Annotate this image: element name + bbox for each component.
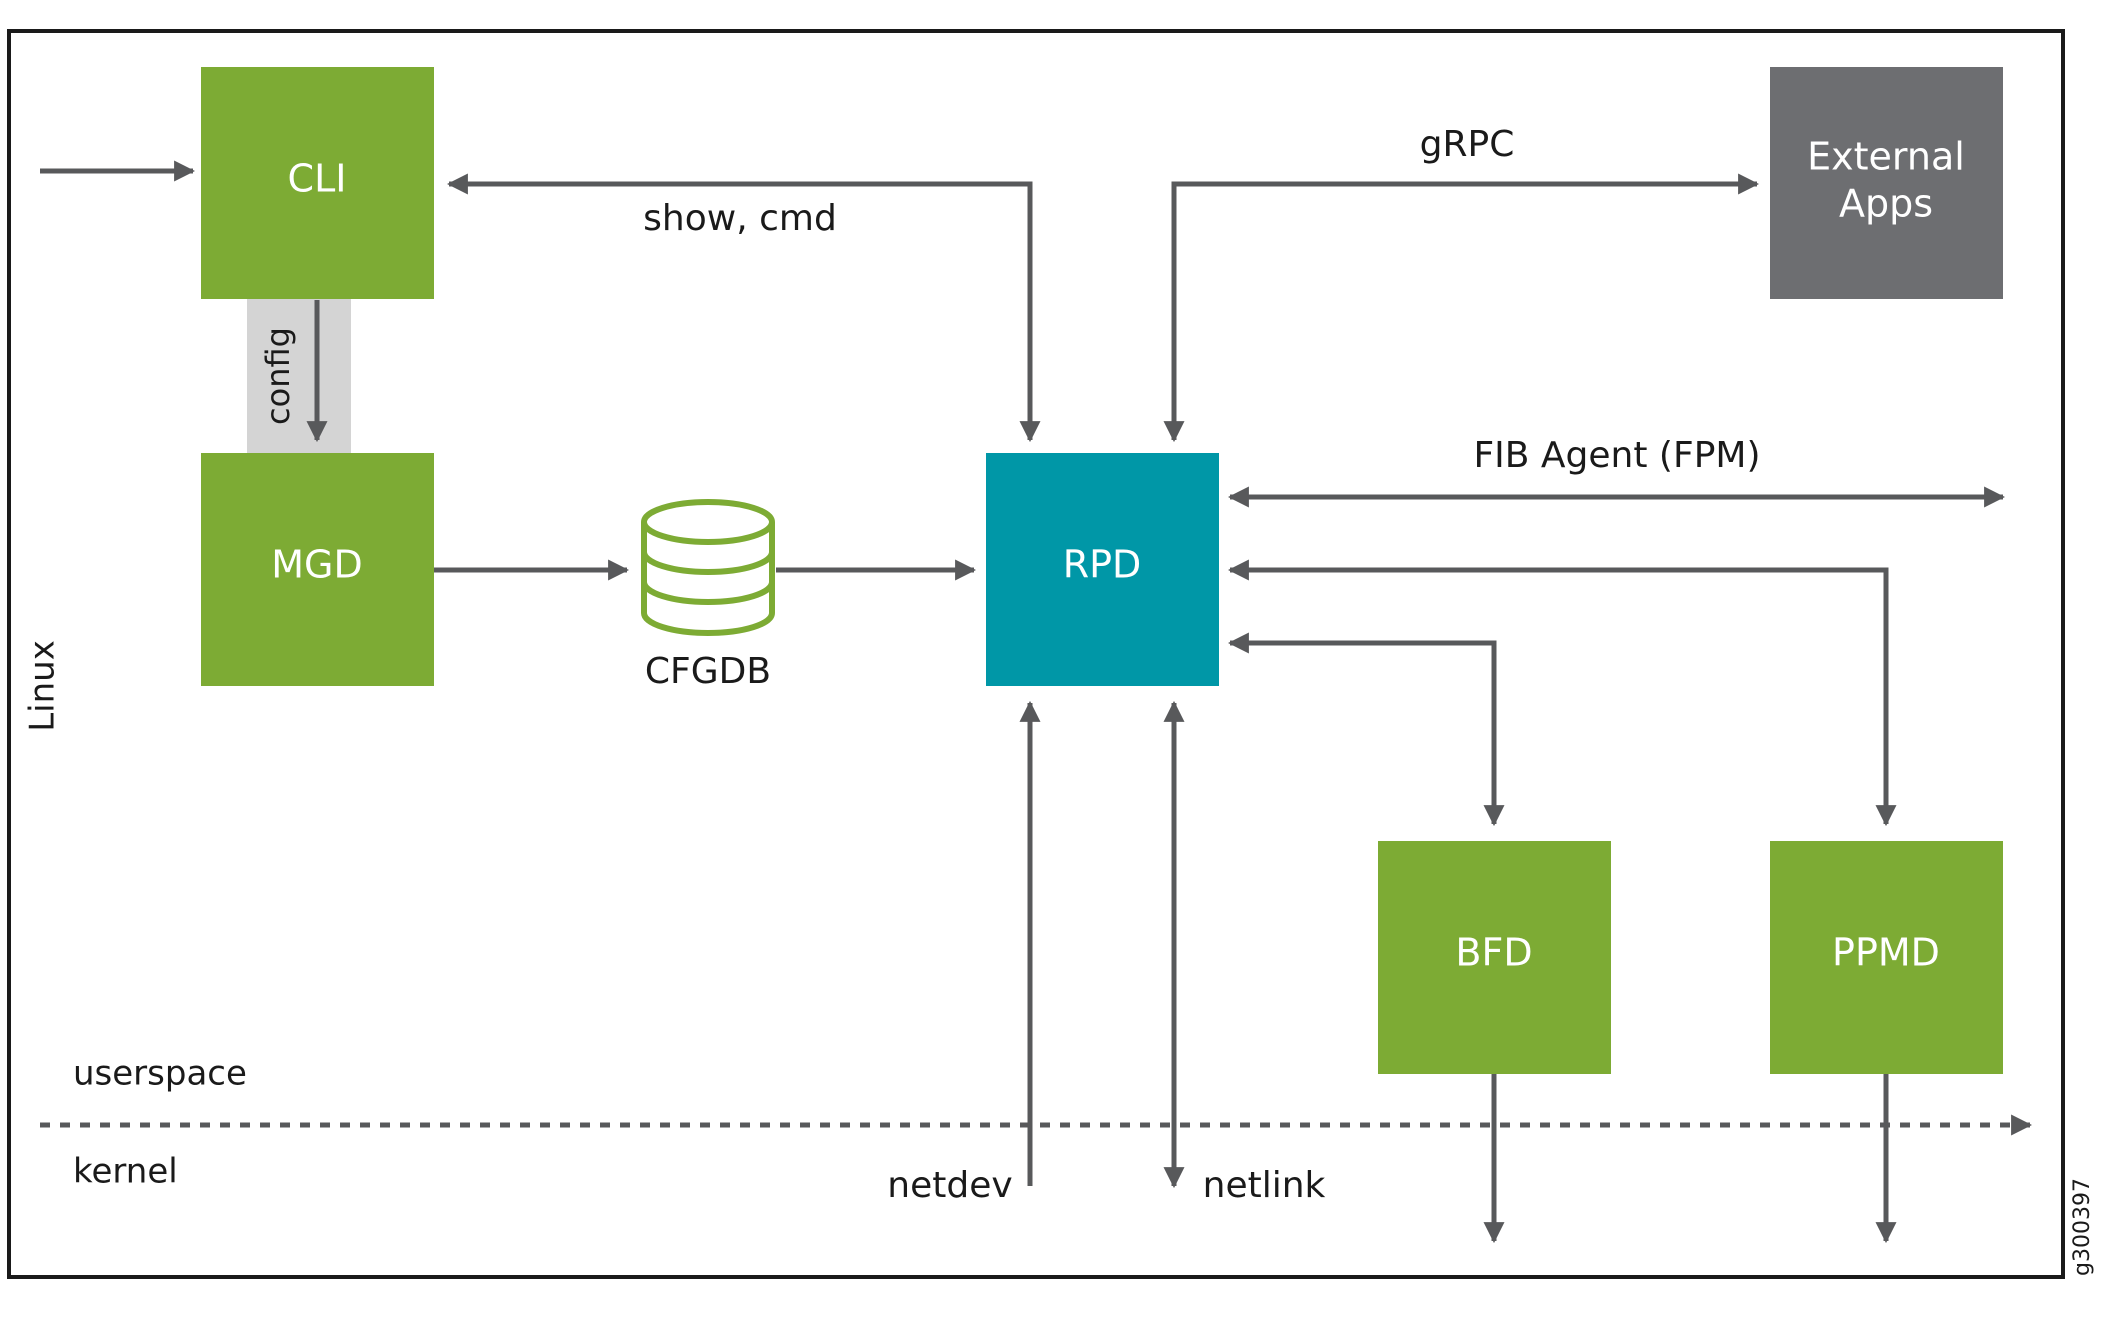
netlink-label: netlink — [1203, 1165, 1326, 1206]
ppmd-box-rect — [1770, 841, 2003, 1074]
config-band — [247, 298, 351, 454]
external-apps-label-line1: External — [1807, 135, 1965, 179]
cli-box: CLI — [201, 67, 434, 299]
cfgdb-cylinder-body — [641, 522, 775, 636]
userspace-label: userspace — [73, 1054, 247, 1094]
mgd-box-rect — [201, 453, 434, 686]
ppmd-box: PPMD — [1770, 841, 2003, 1074]
grpc-label: gRPC — [1420, 124, 1515, 165]
linux-label: Linux — [23, 640, 63, 732]
mgd-box: MGD — [201, 453, 434, 686]
cli-box-rect — [201, 67, 434, 299]
figure-id-label: g300397 — [2070, 1178, 2095, 1276]
config-label: config — [259, 327, 297, 425]
show-cmd-arrow — [446, 173, 1041, 443]
grpc-arrow — [1163, 173, 1760, 443]
cfgdb-cylinder-top — [641, 499, 775, 545]
linux-frame — [7, 29, 2065, 1279]
cfgdb-ring-2 — [641, 581, 775, 605]
rpd-ppmd-arrow — [1227, 559, 1897, 827]
cfgdb-database-icon — [641, 499, 775, 636]
rpd-bfd-arrow — [1227, 632, 1505, 827]
bfd-box-rect — [1378, 841, 1611, 1074]
kernel-label: kernel — [73, 1152, 178, 1192]
netdev-label: netdev — [887, 1165, 1012, 1206]
rpd-box: RPD — [986, 453, 1219, 686]
external-apps-label-line2: Apps — [1839, 182, 1933, 226]
bfd-box-label: BFD — [1455, 931, 1532, 975]
external-apps-box-rect — [1770, 67, 2003, 299]
cfgdb-label: CFGDB — [645, 651, 771, 692]
fib-agent-label: FIB Agent (FPM) — [1473, 435, 1760, 476]
mgd-box-label: MGD — [271, 543, 363, 587]
external-apps-box: External Apps — [1770, 67, 2003, 299]
rpd-box-rect — [986, 453, 1219, 686]
show-cmd-label: show, cmd — [643, 198, 837, 239]
rpd-box-label: RPD — [1063, 543, 1142, 587]
cfgdb-ring-1 — [641, 551, 775, 575]
cli-box-label: CLI — [288, 157, 347, 201]
bfd-box: BFD — [1378, 841, 1611, 1074]
ppmd-box-label: PPMD — [1832, 931, 1940, 975]
